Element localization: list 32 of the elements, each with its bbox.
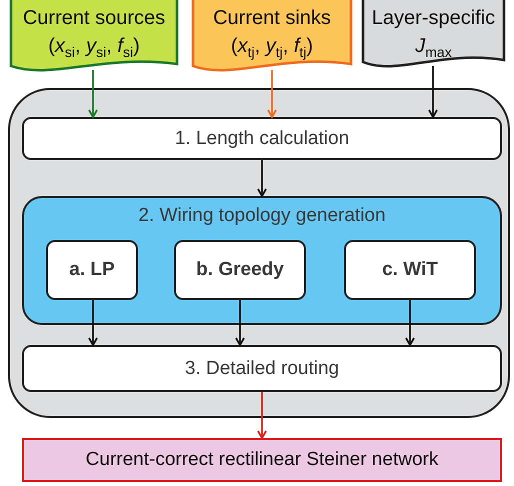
arrow xyxy=(405,300,415,346)
node-label: 3. Detailed routing xyxy=(184,356,340,380)
node-sublabel: J$_{max}$ xyxy=(415,34,452,62)
process-group xyxy=(22,196,502,325)
document-shape xyxy=(10,0,178,74)
arrow xyxy=(257,160,267,197)
node-label: Layer-specific xyxy=(372,6,496,31)
document-shape xyxy=(192,0,352,74)
node-label: Current sinks xyxy=(213,6,331,31)
arrow xyxy=(88,70,98,118)
node-label: 2. Wiring topology generation xyxy=(138,204,386,228)
node-sublabel: (x$_{tj}$, y$_{tj}$, f$_{tj}$) xyxy=(230,34,314,62)
arrow xyxy=(235,300,245,346)
node-label: Current sources xyxy=(22,6,166,31)
arrow xyxy=(267,70,277,118)
node-label: Current-correct rectilinear Steiner network xyxy=(86,448,438,472)
arrow xyxy=(257,392,267,439)
document-shape xyxy=(362,0,505,70)
algorithm-box xyxy=(174,240,306,300)
node-label: c. WiT xyxy=(382,258,438,282)
algorithm-box xyxy=(46,240,138,300)
arrow xyxy=(88,300,98,346)
algorithm-box xyxy=(344,240,476,300)
output-box xyxy=(22,438,502,482)
node-label: b. Greedy xyxy=(196,258,284,282)
node-label: a. LP xyxy=(69,258,115,282)
arrow xyxy=(428,66,438,118)
node-label: 1. Length calculation xyxy=(174,126,350,150)
process-box xyxy=(22,345,502,392)
node-sublabel: (x$_{si}$, y$_{si}$, f$_{si}$) xyxy=(48,34,140,62)
process-box xyxy=(22,117,502,160)
process-container xyxy=(8,88,510,418)
